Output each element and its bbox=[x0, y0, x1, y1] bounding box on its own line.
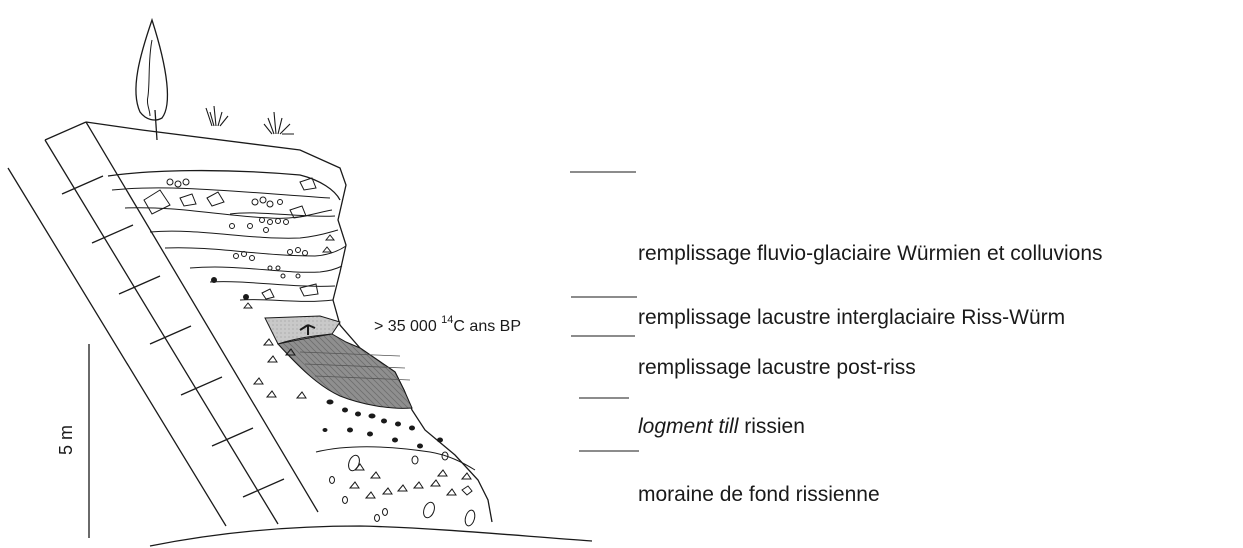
date-prefix: > 35 000 bbox=[374, 318, 441, 335]
logment-till-rest: rissien bbox=[738, 415, 805, 438]
tree-icon bbox=[136, 20, 168, 140]
scale-bar-label: 5 m bbox=[56, 425, 76, 455]
logment-till-italic: logment till bbox=[638, 415, 740, 438]
date-suffix: C ans BP bbox=[453, 318, 521, 335]
unit-label-logment-till: logment till rissien bbox=[638, 415, 805, 438]
till-moraine-boundary bbox=[316, 447, 475, 470]
unit-label-moraine: moraine de fond rissienne bbox=[638, 483, 880, 506]
fluvio-glacial-clasts bbox=[144, 178, 334, 308]
date-superscript: 14 bbox=[441, 314, 453, 326]
radiocarbon-date-label: > 35 000 14C ans BP bbox=[374, 314, 521, 335]
unit-label-lacustre-interglaciaire: remplissage lacustre interglaciaire Riss… bbox=[638, 306, 1065, 329]
unit-label-fluvio-glaciaire: remplissage fluvio-glaciaire Würmien et … bbox=[638, 242, 1103, 265]
unit-boundary-lines bbox=[570, 172, 639, 451]
unit-label-lacustre-post-riss: remplissage lacustre post-riss bbox=[638, 356, 916, 379]
ground-surface bbox=[150, 526, 592, 546]
small-stones-fluvio bbox=[211, 277, 249, 300]
grass-tuft-icon bbox=[206, 106, 294, 134]
